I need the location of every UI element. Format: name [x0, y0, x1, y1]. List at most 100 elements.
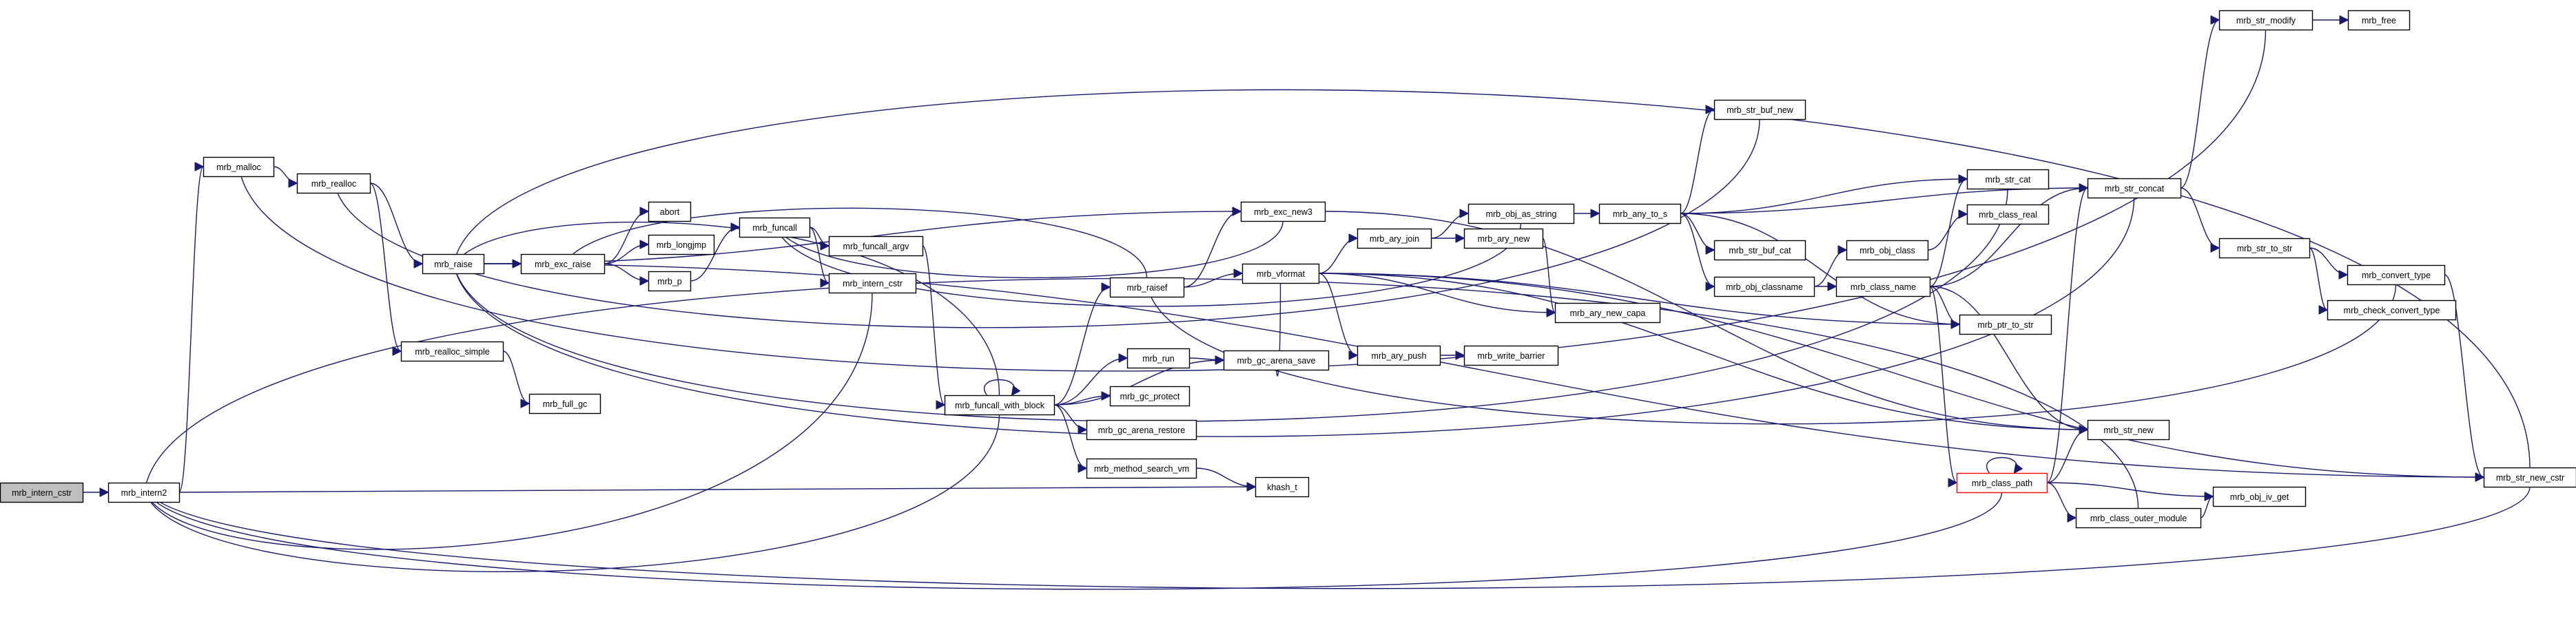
node-mrb_vformat[interactable]: mrb_vformat	[1241, 263, 1320, 284]
node-box[interactable]	[2218, 238, 2311, 259]
node-box[interactable]	[1463, 228, 1544, 249]
node-box[interactable]	[1357, 345, 1441, 366]
node-box[interactable]	[1713, 240, 1806, 261]
node-mrb_write_barrier[interactable]: mrb_write_barrier	[1463, 345, 1559, 366]
node-mrb_funcall_with_block[interactable]: mrb_funcall_with_block	[944, 395, 1055, 416]
node-box[interactable]	[296, 173, 371, 194]
node-box[interactable]	[1463, 345, 1559, 366]
node-mrb_class_outer_module[interactable]: mrb_class_outer_module	[2075, 507, 2202, 529]
node-mrb_str_buf_cat[interactable]: mrb_str_buf_cat	[1713, 240, 1806, 261]
node-box[interactable]	[739, 217, 811, 238]
node-mrb_ptr_to_str[interactable]: mrb_ptr_to_str	[1959, 314, 2052, 335]
node-box[interactable]	[1241, 263, 1320, 284]
node-mrb_full_gc[interactable]: mrb_full_gc	[528, 393, 601, 414]
node-box[interactable]	[648, 201, 692, 222]
node-box[interactable]	[520, 253, 606, 275]
node-mrb_obj_classname[interactable]: mrb_obj_classname	[1713, 276, 1815, 297]
node-mrb_class_name[interactable]: mrb_class_name	[1835, 276, 1931, 297]
node-box[interactable]	[203, 156, 275, 178]
node-box[interactable]	[2327, 300, 2457, 321]
node-mrb_raise[interactable]: mrb_raise	[422, 253, 485, 275]
node-box[interactable]	[2483, 467, 2576, 488]
node-box[interactable]	[1126, 348, 1191, 369]
node-mrb_exc_new3[interactable]: mrb_exc_new3	[1240, 201, 1326, 222]
node-mrb_obj_class[interactable]: mrb_obj_class	[1846, 240, 1929, 261]
node-box[interactable]	[528, 393, 601, 414]
node-box[interactable]	[1467, 203, 1575, 224]
node-mrb_obj_iv_get[interactable]: mrb_obj_iv_get	[2212, 486, 2307, 507]
node-mrb_longjmp[interactable]: mrb_longjmp	[648, 234, 715, 255]
node-mrb_str_cat[interactable]: mrb_str_cat	[1966, 169, 2050, 190]
node-box[interactable]	[422, 253, 485, 275]
node-mrb_ary_new[interactable]: mrb_ary_new	[1463, 228, 1544, 249]
node-mrb_class_real[interactable]: mrb_class_real	[1966, 204, 2050, 225]
node-box[interactable]	[1713, 99, 1806, 120]
node-mrb_any_to_s[interactable]: mrb_any_to_s	[1598, 203, 1682, 224]
node-mrb_intern2[interactable]: mrb_intern2	[107, 482, 181, 503]
node-box[interactable]	[1846, 240, 1929, 261]
node-box[interactable]	[2087, 419, 2170, 441]
node-box[interactable]	[1086, 458, 1197, 479]
node-mrb_gc_arena_save[interactable]: mrb_gc_arena_save	[1223, 350, 1330, 371]
node-khash_t[interactable]: khash_t	[1255, 476, 1310, 498]
node-mrb_run[interactable]: mrb_run	[1126, 348, 1191, 369]
node-mrb_ary_new_capa[interactable]: mrb_ary_new_capa	[1554, 302, 1661, 324]
node-mrb_str_modify[interactable]: mrb_str_modify	[2218, 10, 2314, 31]
node-box[interactable]	[1240, 201, 1326, 222]
node-mrb_gc_arena_restore[interactable]: mrb_gc_arena_restore	[1086, 419, 1197, 441]
node-box[interactable]	[1713, 276, 1815, 297]
node-mrb_funcall_argv[interactable]: mrb_funcall_argv	[828, 235, 924, 257]
node-mrb_p[interactable]: mrb_p	[648, 271, 692, 292]
node-box[interactable]	[2075, 507, 2202, 529]
node-mrb_realloc_simple[interactable]: mrb_realloc_simple	[400, 341, 504, 362]
node-mrb_str_new_cstr[interactable]: mrb_str_new_cstr	[2483, 467, 2576, 488]
node-mrb_exc_raise[interactable]: mrb_exc_raise	[520, 253, 606, 275]
node-box[interactable]	[1554, 302, 1661, 324]
node-mrb_ary_push[interactable]: mrb_ary_push	[1357, 345, 1441, 366]
node-box[interactable]	[2087, 178, 2182, 199]
node-mrb_str_concat[interactable]: mrb_str_concat	[2087, 178, 2182, 199]
node-box[interactable]	[2347, 10, 2411, 31]
node-box[interactable]	[1255, 476, 1310, 498]
node-mrb_intern_cstr_root[interactable]: mrb_intern_cstr	[0, 482, 84, 503]
node-mrb_realloc[interactable]: mrb_realloc	[296, 173, 371, 194]
node-box[interactable]	[648, 234, 715, 255]
node-box[interactable]	[1835, 276, 1931, 297]
node-mrb_gc_protect[interactable]: mrb_gc_protect	[1109, 386, 1191, 407]
node-mrb_convert_type[interactable]: mrb_convert_type	[2347, 264, 2446, 286]
node-box[interactable]	[1598, 203, 1682, 224]
node-box[interactable]	[1966, 204, 2050, 225]
node-mrb_obj_as_string[interactable]: mrb_obj_as_string	[1467, 203, 1575, 224]
node-box[interactable]	[0, 482, 84, 503]
node-box[interactable]	[400, 341, 504, 362]
node-box[interactable]	[107, 482, 181, 503]
node-box[interactable]	[2347, 264, 2446, 286]
node-box[interactable]	[1357, 228, 1432, 249]
node-box[interactable]	[1956, 472, 2048, 494]
node-mrb_free[interactable]: mrb_free	[2347, 10, 2411, 31]
node-mrb_malloc[interactable]: mrb_malloc	[203, 156, 275, 178]
node-box[interactable]	[1223, 350, 1330, 371]
node-mrb_class_path[interactable]: mrb_class_path	[1956, 472, 2048, 494]
node-mrb_str_to_str[interactable]: mrb_str_to_str	[2218, 238, 2311, 259]
node-box[interactable]	[2218, 10, 2314, 31]
node-box[interactable]	[2212, 486, 2307, 507]
node-abort[interactable]: abort	[648, 201, 692, 222]
node-box[interactable]	[648, 271, 692, 292]
node-mrb_str_new[interactable]: mrb_str_new	[2087, 419, 2170, 441]
node-mrb_check_convert_type[interactable]: mrb_check_convert_type	[2327, 300, 2457, 321]
node-box[interactable]	[1109, 386, 1191, 407]
node-box[interactable]	[1109, 277, 1185, 298]
node-box[interactable]	[1966, 169, 2050, 190]
node-mrb_raisef[interactable]: mrb_raisef	[1109, 277, 1185, 298]
node-box[interactable]	[944, 395, 1055, 416]
node-box[interactable]	[1959, 314, 2052, 335]
node-mrb_funcall[interactable]: mrb_funcall	[739, 217, 811, 238]
node-mrb_str_buf_new[interactable]: mrb_str_buf_new	[1713, 99, 1806, 120]
node-mrb_method_search_vm[interactable]: mrb_method_search_vm	[1086, 458, 1197, 479]
node-box[interactable]	[1086, 419, 1197, 441]
node-mrb_intern_cstr[interactable]: mrb_intern_cstr	[828, 273, 917, 294]
node-box[interactable]	[828, 273, 917, 294]
node-box[interactable]	[828, 235, 924, 257]
node-mrb_ary_join[interactable]: mrb_ary_join	[1357, 228, 1432, 249]
